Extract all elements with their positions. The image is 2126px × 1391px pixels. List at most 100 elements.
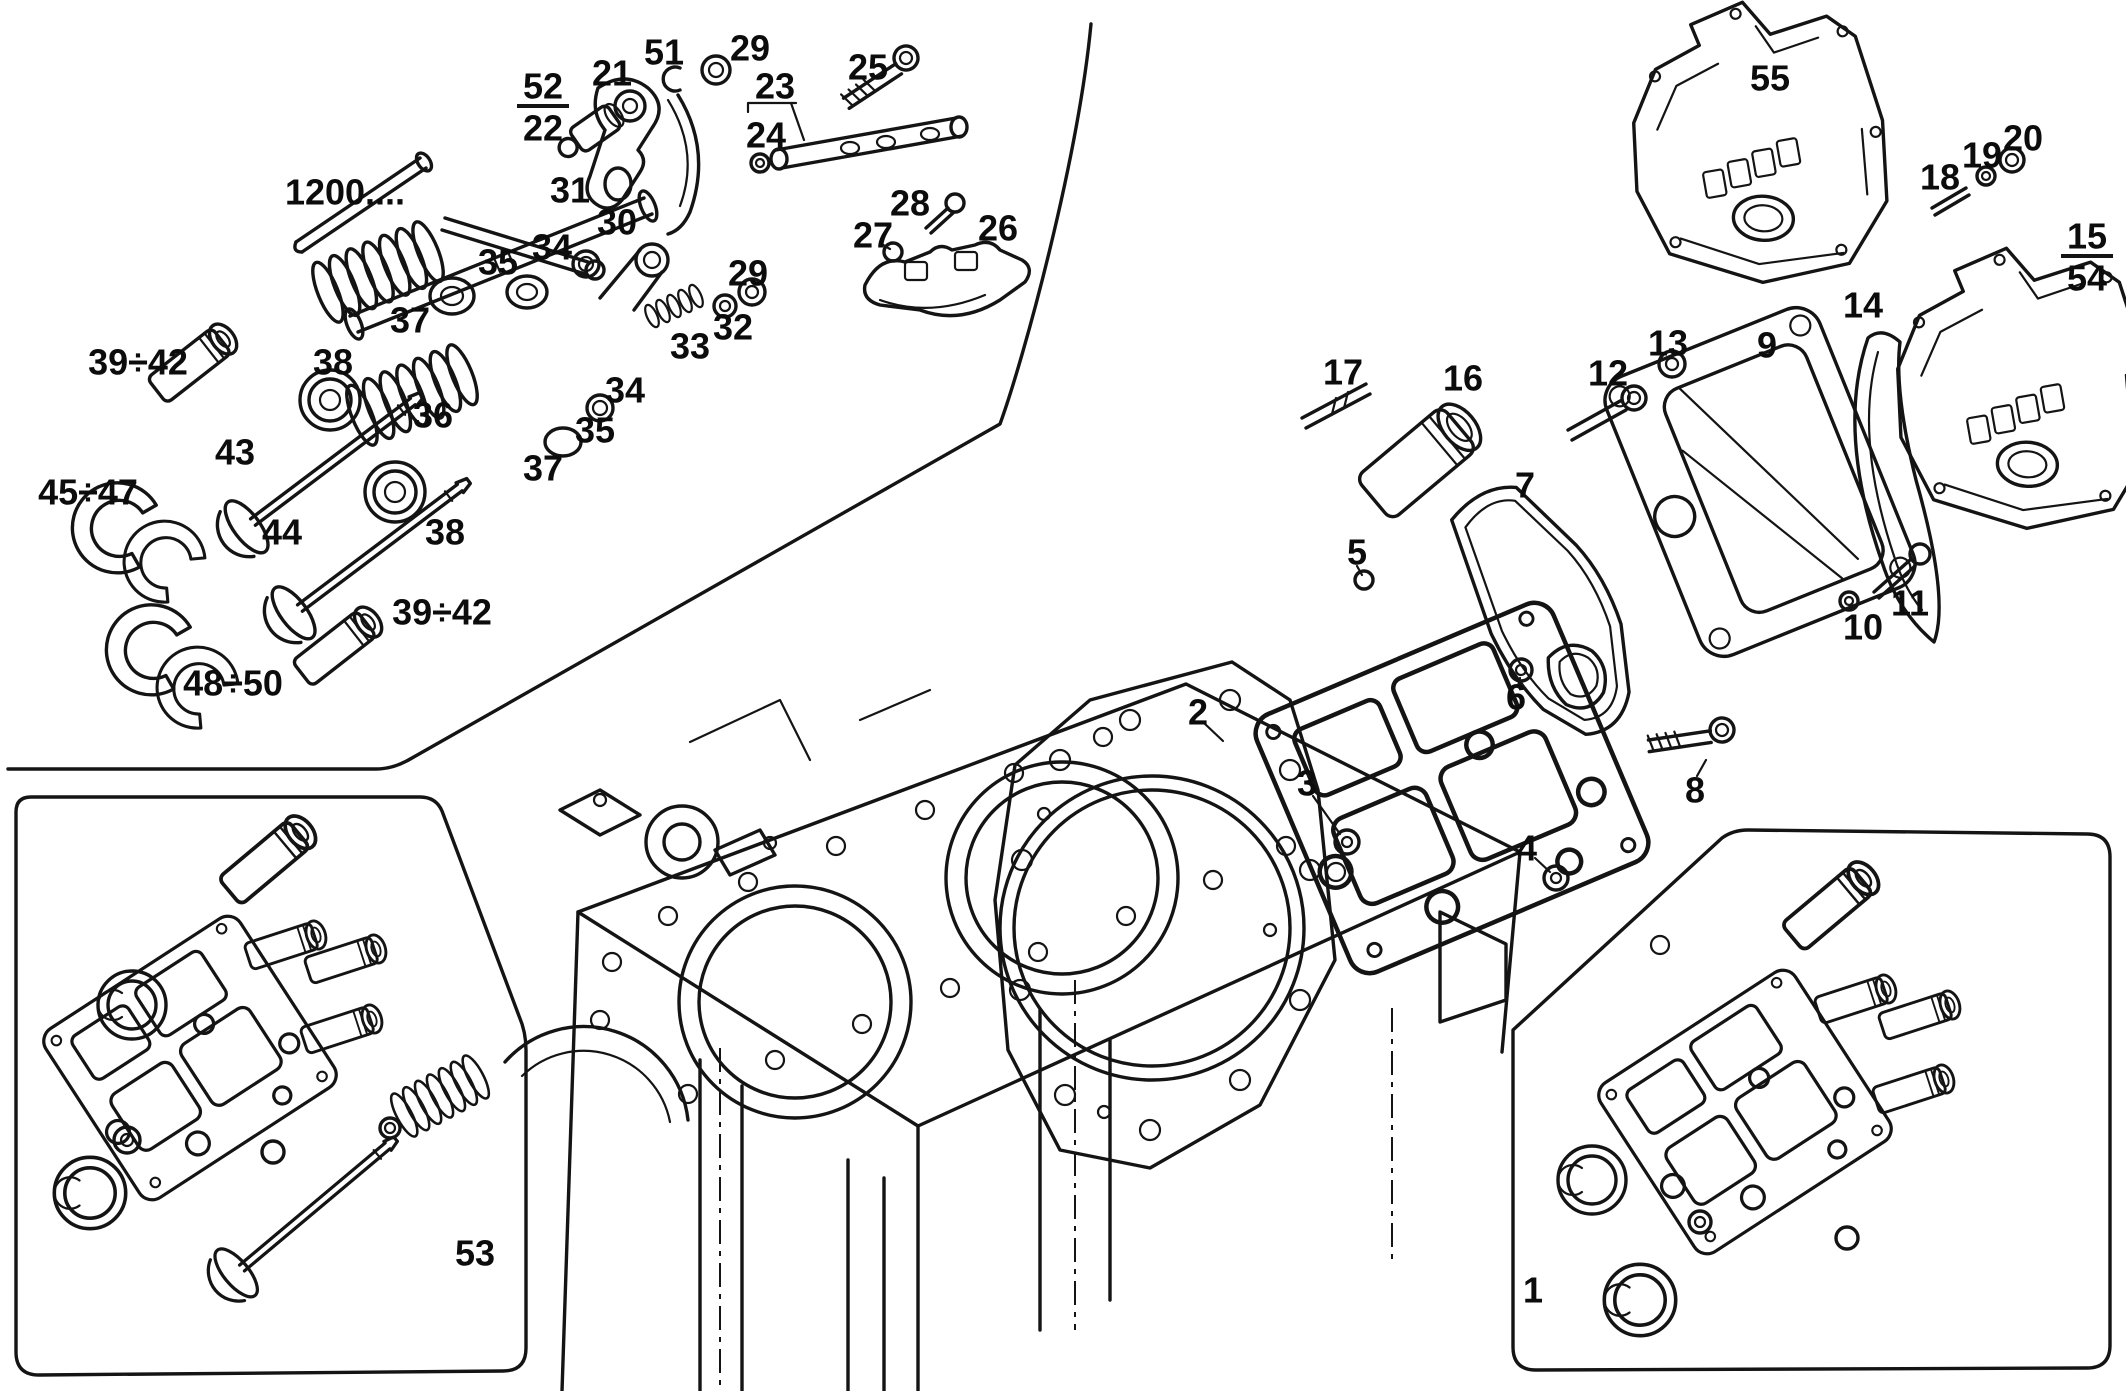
part-label-17: 17 (1323, 352, 1363, 393)
part-label-52-22-bottom: 22 (523, 108, 563, 149)
part-label-27: 27 (853, 215, 893, 256)
part-label-37-top: 37 (390, 300, 430, 341)
part-label-11: 11 (1891, 583, 1929, 624)
part-label-15-54-bottom: 54 (2067, 258, 2107, 299)
panel-1-content (1556, 854, 1965, 1338)
part-label-10: 10 (1843, 607, 1883, 648)
nut-20-drawing (1998, 146, 2026, 174)
cap-34-top-inner (577, 255, 595, 273)
valve-guide-39-42-low-drawing (289, 600, 389, 689)
part-label-15-54-top: 15 (2067, 216, 2107, 257)
part-label-39-42-low: 39÷42 (392, 592, 492, 633)
part-label-8: 8 (1685, 770, 1705, 811)
section-divider-top-left (6, 22, 1093, 771)
part-label-38-top: 38 (313, 342, 353, 383)
seal-4-inner (1549, 871, 1563, 885)
seal-3-drawing (1333, 828, 1361, 856)
plug-6-inner (1514, 663, 1528, 677)
part-label-38-low: 38 (425, 512, 465, 553)
pushrod-1200-drawing (293, 151, 434, 254)
bolt-5-drawing (1353, 569, 1375, 591)
cap-34-low-drawing (585, 393, 615, 423)
part-label-52-22-top: 52 (523, 66, 563, 107)
part-label-24: 24 (746, 115, 786, 156)
part-label-18: 18 (1920, 157, 1960, 198)
part-label-20: 20 (2003, 118, 2043, 159)
part-label-21: 21 (592, 53, 632, 94)
part-label-36: 36 (413, 395, 453, 436)
panel-53-border (14, 795, 528, 1377)
part-label-16: 16 (1443, 358, 1483, 399)
part-label-2: 2 (1188, 692, 1208, 733)
valve-seal-38-top-drawing (298, 368, 362, 432)
retainer-35-low-drawing (543, 426, 583, 458)
part-label-55: 55 (1750, 58, 1790, 99)
part-label-53: 53 (455, 1233, 495, 1274)
bolt-8-drawing (1639, 690, 1741, 783)
part-label-33: 33 (670, 326, 710, 367)
part-label-6: 6 (1506, 677, 1526, 718)
cover-gasket-7-drawing (1449, 485, 1631, 737)
washer-32-drawing (712, 293, 738, 319)
pivot-30-drawing (598, 242, 704, 329)
retainer-35-top-inner (515, 282, 539, 302)
part-label-37-low: 37 (523, 448, 563, 489)
part-label-12: 12 (1588, 353, 1628, 394)
cap-34-low-inner (591, 399, 609, 417)
part-label-31: 31 (550, 170, 590, 211)
part-label-note-1200: 1200.... (285, 172, 405, 213)
nut-20-inner (2004, 152, 2020, 168)
part-label-5: 5 (1347, 532, 1367, 573)
part-label-4: 4 (1517, 828, 1537, 869)
ring-29-mid-drawing (737, 277, 767, 307)
nut-27-drawing (882, 241, 904, 263)
leader-lines (878, 241, 1708, 874)
cap-34-top-drawing (571, 249, 601, 279)
part-label-28: 28 (890, 183, 930, 224)
part-label-32: 32 (713, 307, 753, 348)
bolt-12-drawing (1566, 384, 1648, 442)
seal-3-inner (1340, 835, 1354, 849)
seat-36-inner (439, 285, 465, 307)
part-label-23: 23 (755, 66, 795, 107)
bolt-11-drawing (1872, 542, 1932, 600)
head-gasket-2-drawing (993, 660, 1337, 1170)
bracket-26-drawing (862, 240, 1031, 318)
part-label-26: 26 (978, 208, 1018, 249)
clip-51-drawing (661, 65, 682, 93)
part-label-44: 44 (262, 512, 302, 553)
part-label-34-top: 34 (532, 227, 572, 268)
seal-4-drawing (1542, 864, 1570, 892)
part-label-45-47: 45÷47 (38, 472, 138, 513)
part-label-29-mid: 29 (728, 253, 768, 294)
panel-1-border (1511, 828, 2112, 1372)
part-label-35-low: 35 (575, 410, 615, 451)
seal-ring-13-inner (1664, 356, 1680, 372)
part-label-3: 3 (1297, 763, 1317, 804)
ring-29-top-drawing (700, 54, 732, 86)
part-label-7: 7 (1515, 465, 1535, 506)
ring-29-top-inner (707, 61, 725, 79)
seal-ring-13-drawing (1657, 349, 1687, 379)
plug-6-drawing (1508, 657, 1534, 683)
valve-cover-55-drawing (1621, 0, 1902, 293)
washer-19-inner (1980, 170, 1992, 182)
bolt-28-drawing (924, 192, 966, 235)
retainer-35-top-drawing (505, 274, 549, 310)
cotters-45-47-b (105, 503, 214, 613)
part-label-14: 14 (1843, 285, 1883, 326)
tappet-16-drawing (1357, 402, 1483, 519)
engine-block-drawing (503, 682, 1522, 1391)
part-label-43: 43 (215, 432, 255, 473)
adjuster-52-22-drawing (557, 102, 625, 159)
rocker-cover-9-drawing (1603, 305, 1917, 659)
part-label-51: 51 (644, 32, 684, 73)
part-label-34-low: 34 (605, 370, 645, 411)
washer-10-inner (1843, 595, 1855, 607)
rocker-shaft-23-drawing (749, 115, 969, 174)
part-label-30: 30 (597, 202, 637, 243)
part-label-48-50: 48÷50 (183, 663, 283, 704)
washer-19-drawing (1975, 165, 1997, 187)
